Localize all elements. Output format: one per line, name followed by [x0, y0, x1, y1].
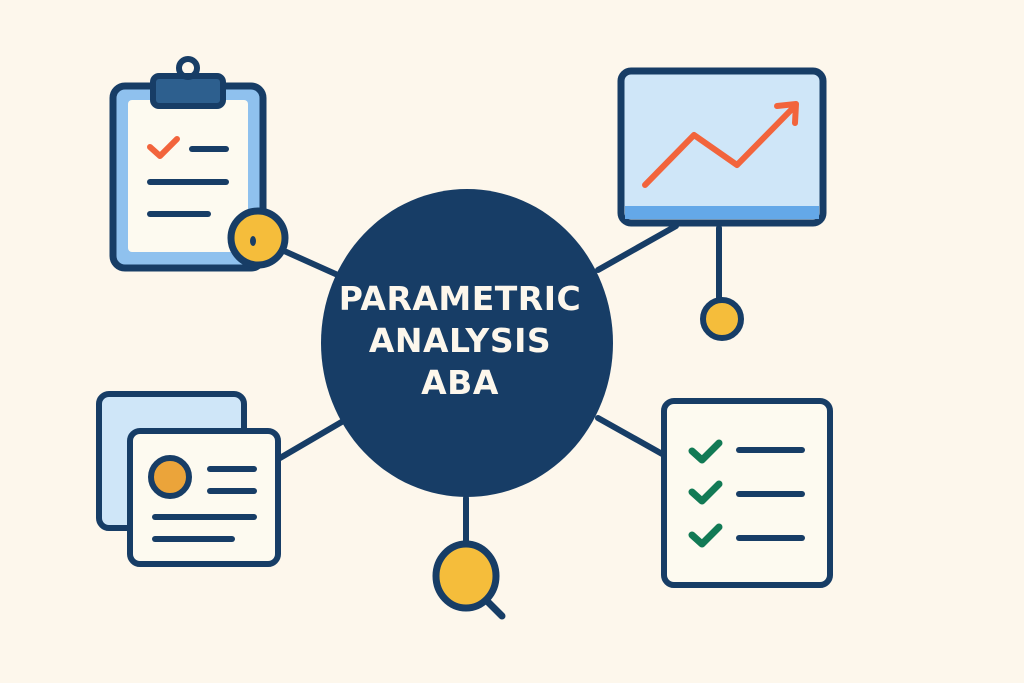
- title-line-1: PARAMETRIC: [338, 279, 582, 318]
- central-hub-title: PARAMETRIC ANALYSIS ABA: [322, 278, 598, 404]
- yellow-node-circle: [227, 207, 289, 269]
- connector-lines: [277, 223, 722, 551]
- profile-card-icon: [96, 391, 281, 567]
- magnifier-icon: [432, 540, 506, 620]
- checklist-icon: [661, 398, 833, 588]
- title-line-3: ABA: [421, 363, 499, 402]
- clipboard-icon: [109, 56, 267, 272]
- yellow-pendant-circle: [700, 297, 744, 341]
- title-line-2: ANALYSIS: [368, 321, 552, 360]
- line-chart-up-icon: [617, 67, 827, 227]
- central-hub-circle: [321, 189, 613, 497]
